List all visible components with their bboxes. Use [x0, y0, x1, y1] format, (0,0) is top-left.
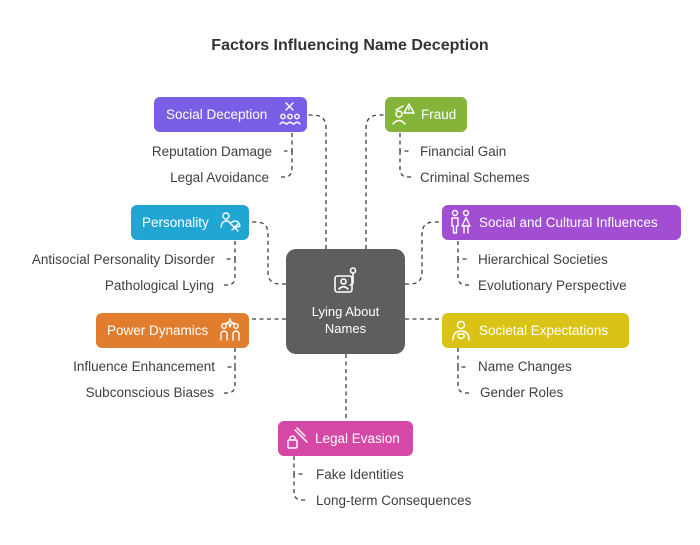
societal-expectations-item-2: Gender Roles: [480, 385, 564, 400]
legal-evasion-item-2: Long-term Consequences: [316, 493, 472, 508]
social-cultural-item-2: Evolutionary Perspective: [478, 278, 627, 293]
social-deception-label: Social Deception: [166, 107, 268, 122]
social-cultural-item-1: Hierarchical Societies: [478, 252, 608, 267]
center-label-line1: Lying About: [311, 304, 380, 319]
societal-expectations-label: Societal Expectations: [479, 323, 609, 338]
fraud-label: Fraud: [421, 107, 457, 122]
personality-item-2: Pathological Lying: [104, 278, 214, 293]
connector-social-deception: [306, 114, 327, 249]
societal-expectations-node[interactable]: Societal Expectations: [442, 313, 629, 348]
fraud-item-2: Criminal Schemes: [420, 170, 530, 185]
person-shield-icon: [449, 318, 473, 342]
brain-leaf-icon: [218, 210, 242, 234]
power-dynamics-node[interactable]: Power Dynamics: [96, 313, 249, 348]
hacker-warning-icon: [391, 102, 415, 126]
legal-evasion-label: Legal Evasion: [315, 431, 400, 446]
personality-label: Personality: [142, 215, 209, 230]
people-cross-icon: [279, 101, 301, 127]
fraud-item-1: Financial Gain: [420, 144, 507, 159]
social-cultural-node[interactable]: Social and Cultural Influences: [442, 205, 681, 240]
fraud-node[interactable]: Fraud: [385, 97, 467, 132]
power-dynamics-item-1: Influence Enhancement: [73, 359, 215, 374]
center-label-line2: Names: [324, 321, 367, 336]
legal-evasion-item-1: Fake Identities: [316, 467, 404, 482]
two-people-icon: [449, 209, 473, 235]
connector-social-cultural: [405, 221, 442, 285]
social-deception-item-2: Legal Avoidance: [170, 170, 269, 185]
gavel-lock-icon: [285, 426, 309, 450]
power-dynamics-item-2: Subconscious Biases: [85, 385, 214, 400]
power-dynamics-label: Power Dynamics: [107, 323, 209, 338]
personality-node[interactable]: Personality: [131, 205, 249, 240]
connector-personality: [249, 221, 286, 285]
people-sparkle-icon: [218, 318, 242, 342]
diagram-title: Factors Influencing Name Deception: [211, 37, 489, 54]
personality-item-1: Antisocial Personality Disorder: [31, 252, 215, 267]
social-deception-node[interactable]: Social Deception: [154, 97, 307, 132]
connector-fraud: [365, 114, 385, 249]
legal-evasion-node[interactable]: Legal Evasion: [278, 421, 413, 456]
social-deception-item-1: Reputation Damage: [151, 144, 272, 159]
societal-expectations-item-1: Name Changes: [478, 359, 572, 374]
hand-pointer-icon: [333, 266, 359, 303]
center-node[interactable]: Lying About Names: [286, 249, 405, 354]
social-cultural-label: Social and Cultural Influences: [479, 215, 658, 230]
